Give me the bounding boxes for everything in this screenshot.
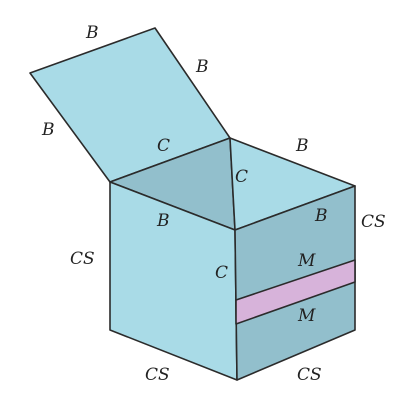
label-top-front-edge: B	[156, 211, 170, 231]
label-side-right: CS	[361, 212, 386, 232]
label-inner-corner: C	[235, 167, 248, 187]
label-front-right-edge: C	[215, 263, 228, 283]
label-lid-top: B	[85, 23, 99, 43]
label-side-top: B	[314, 206, 328, 226]
label-band-lower: M	[297, 306, 316, 326]
label-front-left: CS	[70, 249, 95, 269]
label-band-upper: M	[297, 251, 316, 271]
label-bottom-side: CS	[297, 365, 322, 385]
label-bottom-front: CS	[145, 365, 170, 385]
label-lid-right: B	[195, 57, 209, 77]
label-lid-hinge: C	[157, 136, 170, 156]
band-strip	[235, 259, 356, 325]
label-top-back-right: B	[295, 136, 309, 156]
label-lid-left: B	[41, 120, 55, 140]
